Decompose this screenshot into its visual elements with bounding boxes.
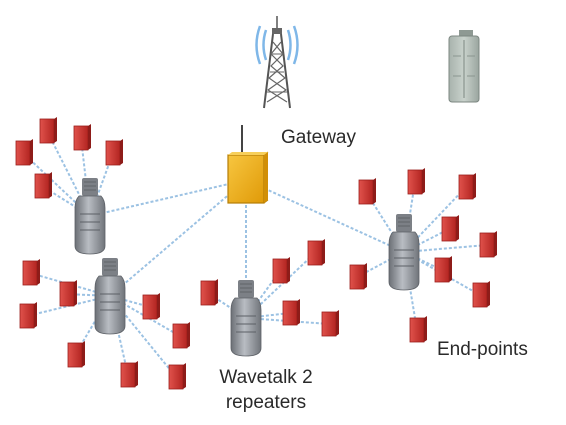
repeater-device-icon <box>74 178 106 255</box>
repeater-endpoint-link <box>109 295 129 376</box>
radio-tower-icon <box>255 16 299 109</box>
repeater-endpoint-link <box>403 228 450 253</box>
endpoint-device-icon <box>358 178 376 205</box>
endpoint-device-icon <box>22 259 40 286</box>
endpoint-device-icon <box>73 124 91 151</box>
gateway-box-icon <box>227 125 269 204</box>
endpoint-device-icon <box>272 257 290 284</box>
endpoint-device-icon <box>407 168 425 195</box>
endpoint-device-icon <box>142 293 160 320</box>
endpoint-device-icon <box>59 280 77 307</box>
endpoint-device-icon <box>120 361 138 388</box>
endpoints-label: End-points <box>437 339 528 360</box>
repeater-device-icon <box>388 214 420 291</box>
server-cabinet-icon <box>448 30 480 103</box>
endpoint-device-icon <box>479 231 497 258</box>
endpoint-device-icon <box>15 139 33 166</box>
endpoint-device-icon <box>67 341 85 368</box>
gateway-repeater-link <box>89 179 247 217</box>
repeater-endpoint-link <box>403 244 488 253</box>
repeater-endpoint-link <box>80 137 91 217</box>
endpoint-device-icon <box>19 302 37 329</box>
repeaters-label-line2: repeaters <box>225 391 307 413</box>
endpoint-device-icon <box>434 256 452 283</box>
endpoint-device-icon <box>200 279 218 306</box>
endpoint-device-icon <box>349 263 367 290</box>
gateway-label: Gateway <box>281 127 356 148</box>
endpoints-layer <box>15 117 497 390</box>
endpoint-device-icon <box>472 281 490 308</box>
endpoint-device-icon <box>105 139 123 166</box>
repeater-endpoint-link <box>356 251 405 278</box>
endpoint-device-icon <box>307 239 325 266</box>
repeaters-layer <box>74 178 420 357</box>
endpoint-device-icon <box>168 363 186 390</box>
repeater-device-icon <box>230 280 262 357</box>
endpoint-device-icon <box>458 173 476 200</box>
repeaters-label-line1: Wavetalk 2 <box>219 367 313 388</box>
repeaters-label: Wavetalk 2 repeaters <box>206 366 326 415</box>
endpoint-device-icon <box>34 172 52 199</box>
repeater-device-icon <box>94 258 126 335</box>
endpoint-device-icon <box>441 215 459 242</box>
gateway-repeater-link <box>245 179 405 253</box>
gateway-repeater-link <box>109 179 247 297</box>
endpoint-device-icon <box>321 310 339 337</box>
endpoint-device-icon <box>282 299 300 326</box>
repeater-endpoint-link <box>403 251 481 296</box>
repeater-endpoint-link <box>403 251 418 331</box>
endpoint-device-icon <box>409 316 427 343</box>
endpoint-device-icon <box>39 117 57 144</box>
endpoint-device-icon <box>172 322 190 349</box>
